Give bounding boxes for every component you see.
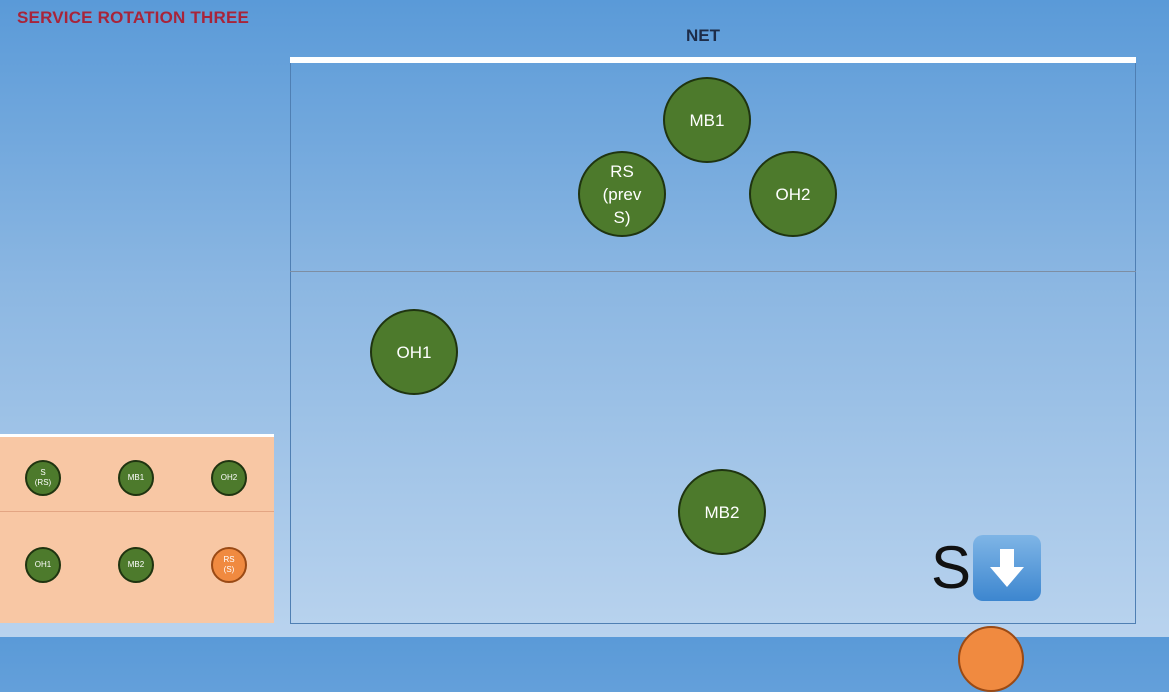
mini-label: MB1: [127, 473, 145, 482]
player-oh2[interactable]: OH2: [749, 151, 837, 237]
mini-label-line: S: [40, 468, 46, 477]
server-player-circle[interactable]: [958, 626, 1024, 692]
rotation-panel: S (RS) MB1 OH2 OH1 MB2 RS (S): [0, 434, 274, 623]
mini-label: OH2: [220, 473, 238, 482]
mini-label-line: (S): [223, 565, 235, 574]
mini-player-mb2[interactable]: MB2: [118, 547, 154, 583]
server-label: S: [931, 534, 972, 601]
player-label: MB1: [689, 110, 725, 130]
player-label: OH2: [775, 184, 811, 204]
player-label-line: RS: [610, 161, 634, 181]
mini-player-rs-s[interactable]: RS (S): [211, 547, 247, 583]
mini-label-line: RS: [223, 555, 235, 564]
net-label: NET: [686, 26, 720, 45]
player-mb1[interactable]: MB1: [663, 77, 751, 163]
court-area: [290, 63, 1136, 624]
mini-label: MB2: [127, 560, 145, 569]
player-label-line: (prev: [602, 184, 642, 204]
player-label-line: S): [613, 207, 631, 227]
mini-label: OH1: [34, 560, 52, 569]
page-title: SERVICE ROTATION THREE: [17, 8, 250, 27]
mini-player-mb1[interactable]: MB1: [118, 460, 154, 496]
player-label: OH1: [396, 342, 432, 362]
mini-label-line: (RS): [34, 478, 52, 487]
server-marker: S: [931, 534, 1042, 601]
panel-divider: [0, 511, 274, 512]
player-label: MB2: [704, 502, 740, 522]
player-mb2[interactable]: MB2: [678, 469, 766, 555]
attack-line: [290, 271, 1136, 272]
player-rs[interactable]: RS (prev S): [578, 151, 666, 237]
mini-player-s-rs[interactable]: S (RS): [25, 460, 61, 496]
down-arrow-icon: [973, 535, 1042, 601]
mini-player-oh1[interactable]: OH1: [25, 547, 61, 583]
mini-label: S (RS): [35, 468, 51, 488]
player-label: RS (prev S): [603, 160, 642, 229]
net-line: [290, 57, 1136, 63]
mini-player-oh2[interactable]: OH2: [211, 460, 247, 496]
player-oh1[interactable]: OH1: [370, 309, 458, 395]
mini-label: RS (S): [223, 555, 234, 575]
